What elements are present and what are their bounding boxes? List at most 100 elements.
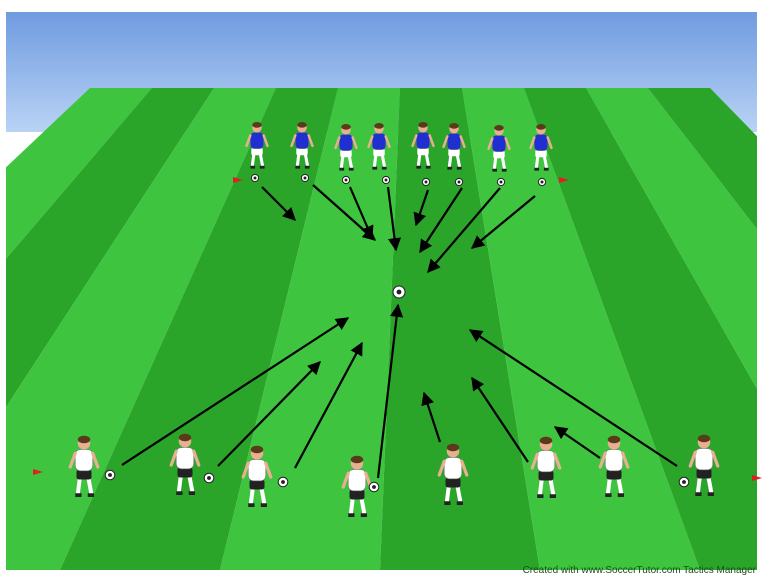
player-shorts — [76, 469, 92, 480]
grass-stripe — [60, 88, 338, 570]
frame-right — [757, 0, 762, 576]
player-shirt — [372, 133, 386, 150]
player-boot — [87, 493, 94, 497]
player-shirt — [247, 459, 267, 482]
player-bottom-white — [241, 445, 273, 507]
player-hair — [250, 445, 264, 454]
player-top-blue — [487, 125, 511, 172]
pass-arrow — [427, 187, 501, 274]
player-arm — [546, 136, 553, 150]
player-arm — [192, 449, 201, 467]
ball-patch — [499, 180, 503, 184]
player-shirt — [536, 450, 556, 473]
player-top-blue — [334, 124, 358, 171]
balls — [104, 173, 690, 493]
player-hair — [178, 433, 192, 442]
player-bottom-white — [437, 443, 469, 505]
ball-patch — [253, 176, 257, 180]
players — [68, 122, 720, 517]
player-arm — [290, 134, 297, 148]
player-arm — [530, 452, 539, 470]
player-shorts — [249, 479, 265, 490]
player-arm — [487, 137, 494, 151]
pass-arrow — [376, 303, 404, 479]
ball-patch — [682, 480, 686, 484]
player-boot — [492, 168, 498, 172]
player-arm — [598, 451, 607, 469]
player-bottom-white — [688, 434, 720, 496]
player-shirt — [250, 132, 264, 149]
player-arm — [169, 449, 178, 467]
player-arm — [351, 136, 358, 150]
player-shorts — [177, 467, 193, 478]
player-boot — [259, 165, 265, 169]
player-boot — [381, 166, 387, 170]
grass-stripe — [586, 88, 762, 398]
ball-patch — [207, 476, 211, 480]
cone-marker — [752, 475, 762, 481]
player-arm — [334, 136, 341, 150]
pass-arrow — [294, 341, 363, 469]
player-hair — [350, 455, 364, 464]
pass-arrow — [121, 317, 350, 466]
player-boot — [537, 494, 544, 498]
player-boot — [176, 491, 183, 495]
player-boot — [456, 166, 462, 170]
player-boot — [425, 165, 431, 169]
player-bottom-white — [169, 433, 201, 495]
player-boot — [534, 167, 540, 171]
cone-marker — [559, 177, 569, 183]
pass-arrow — [471, 376, 529, 463]
player-top-blue — [245, 122, 269, 169]
ball-patch — [457, 180, 461, 184]
player-bottom-white — [598, 435, 630, 497]
player-boot — [501, 168, 507, 172]
player-hair — [446, 443, 460, 452]
player-bottom-white — [530, 436, 562, 498]
player-shorts — [493, 150, 505, 159]
player-boot — [295, 165, 301, 169]
player-shorts — [349, 489, 365, 500]
player-arm — [341, 471, 350, 489]
player-shorts — [373, 148, 385, 157]
player-boot — [348, 167, 354, 171]
ball-patch — [540, 180, 544, 184]
player-arm — [264, 461, 273, 479]
player-boot — [188, 491, 195, 495]
player-shorts — [445, 477, 461, 488]
player-arm — [529, 136, 536, 150]
player-shirt — [447, 133, 461, 150]
player-boot — [447, 166, 453, 170]
pass-arrow — [421, 391, 442, 443]
player-boot — [416, 165, 422, 169]
player-boot — [617, 493, 624, 497]
player-shorts — [535, 149, 547, 158]
player-arm — [437, 459, 446, 477]
player-arm — [91, 451, 100, 469]
player-arm — [262, 134, 269, 148]
player-boot — [695, 492, 702, 496]
ball-patch — [372, 485, 376, 489]
player-boot — [549, 494, 556, 498]
player-hair — [536, 124, 546, 130]
player-shorts — [606, 469, 622, 480]
player-boot — [250, 165, 256, 169]
player-arm — [68, 451, 77, 469]
player-hair — [494, 125, 504, 131]
player-shorts — [417, 147, 429, 156]
cone-marker — [233, 177, 243, 183]
pass-arrow — [419, 187, 463, 254]
cone-marker — [33, 469, 43, 475]
player-shorts — [296, 147, 308, 156]
player-arm — [384, 135, 391, 149]
player-shirt — [74, 449, 94, 472]
player-hair — [341, 124, 351, 130]
player-arm — [711, 450, 720, 468]
pass-arrow — [468, 329, 678, 467]
pass-arrow — [553, 426, 601, 459]
frame-bottom — [0, 570, 762, 576]
player-shorts — [251, 147, 263, 156]
player-top-blue — [529, 124, 553, 171]
player-boot — [260, 503, 267, 507]
